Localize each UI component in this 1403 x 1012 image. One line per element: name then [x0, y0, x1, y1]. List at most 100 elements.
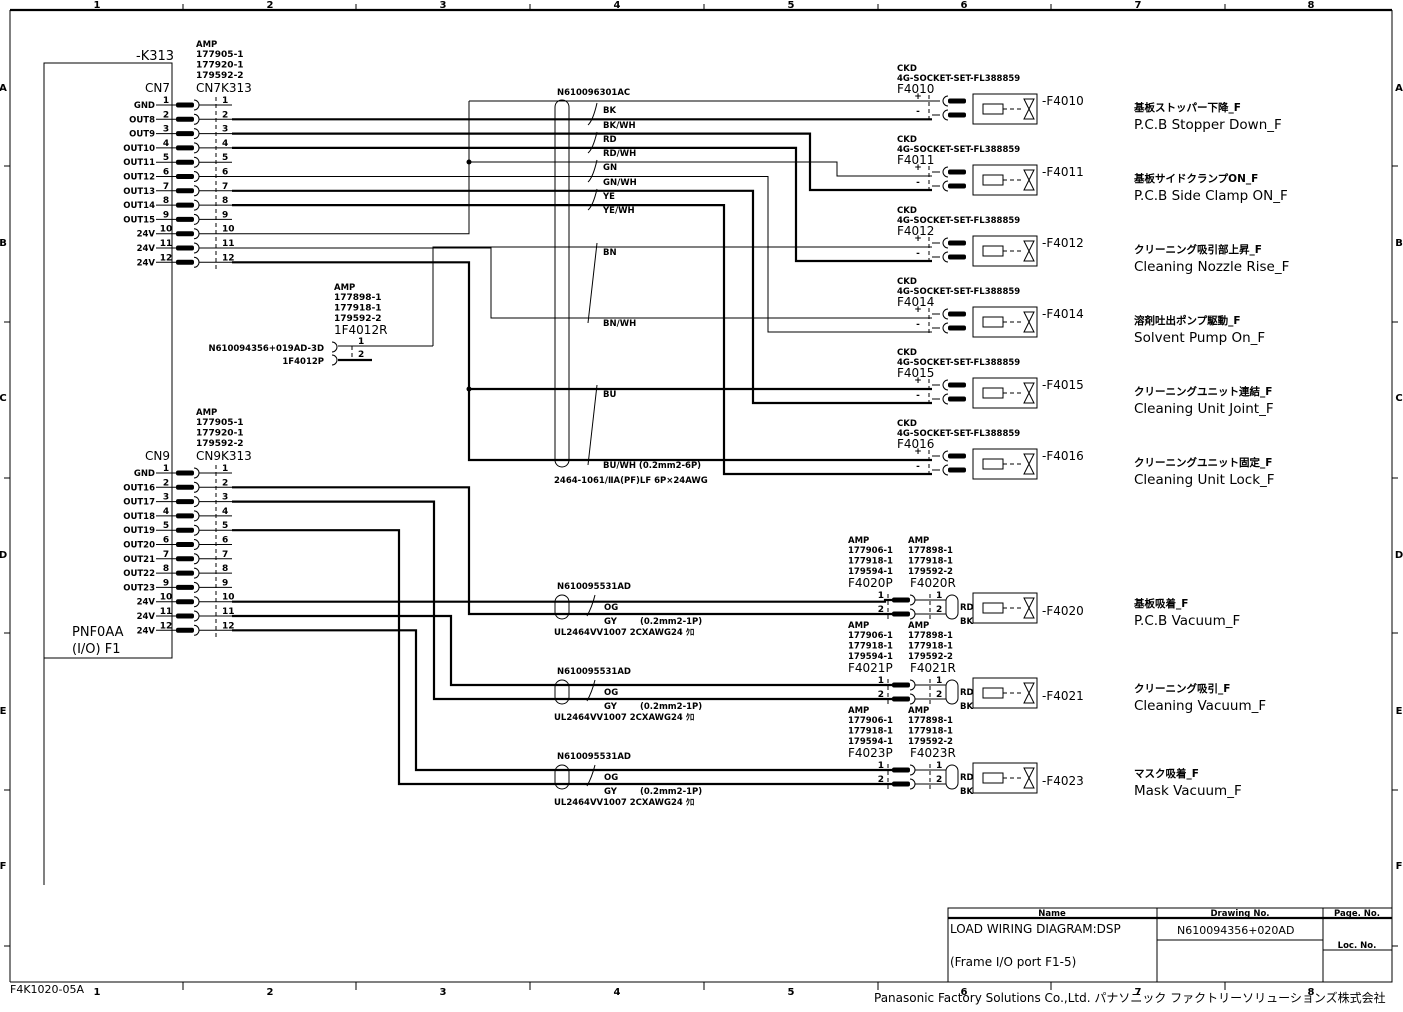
cable-1p-spec: UL2464VV1007 2CXAWG24 ｸﾛ: [554, 713, 694, 723]
pin-number: 8: [163, 196, 169, 206]
mate-pin-number: 12: [222, 621, 235, 631]
connector-cn9: AMP177905-1177920-1179592-2CN9K313CN9GND…: [123, 408, 252, 639]
cable-size: (0.2mm2-1P): [640, 702, 702, 712]
valve-body: [972, 306, 1038, 338]
pin-number: 11: [160, 239, 173, 249]
column-label-bottom: 7: [1135, 987, 1142, 998]
column-label-bottom: 8: [1308, 987, 1315, 998]
pin-contact: [176, 570, 194, 576]
pin-number: 1: [878, 761, 884, 771]
valve-icon: [1023, 682, 1035, 704]
receptacle-symbol: [193, 242, 200, 254]
plug-symbol: [942, 450, 949, 462]
polarity-minus: -: [916, 107, 920, 117]
wire-out16: [232, 486, 892, 616]
pin-number: 1: [163, 96, 169, 106]
mate-pin-number: 10: [222, 593, 235, 603]
lead-pair-symbol: [945, 764, 959, 790]
polarity-minus: -: [916, 178, 920, 188]
valve-label-en: P.C.B Stopper Down_F: [1134, 117, 1282, 133]
pin-number: 12: [160, 253, 173, 263]
wire-cn9-24v-b: [232, 614, 892, 687]
plug-part-number: 179594-1: [848, 652, 893, 662]
twisted-pair-symbol: [587, 188, 598, 211]
pin-number: 6: [163, 168, 169, 178]
solenoid-coil-icon: [982, 316, 1004, 328]
pin-signal-label: OUT19: [123, 526, 155, 536]
connector-mate-ref: CN7K313: [196, 81, 252, 95]
wire-out12: [232, 176, 932, 333]
valve-label-jp: クリーニングユニット固定_F: [1134, 456, 1272, 469]
receptacle-symbol: [193, 185, 200, 197]
plug-symbol: [942, 379, 949, 391]
valve-body: [972, 235, 1038, 267]
plug-part-number: 177906-1: [848, 716, 893, 726]
wire-24v-bus-a: [232, 101, 470, 235]
wire-color-label: YE/WH: [602, 206, 635, 216]
connector-part-number: 179592-2: [196, 71, 244, 81]
receptacle-symbol: [909, 693, 916, 705]
wire-out14: [232, 204, 932, 476]
pin-number: 2: [878, 605, 884, 615]
receptacle-ref: F4023R: [910, 746, 956, 760]
wire-color-label: BN: [603, 248, 617, 258]
valve-socket-part: 4G-SOCKET-SET-FL388859: [897, 429, 1020, 439]
valve-tag: -F4016: [1042, 449, 1084, 463]
plug-part-number: 179594-1: [848, 567, 893, 577]
receptacle-part-number: 179592-2: [908, 652, 953, 662]
plug-ref: F4020P: [848, 576, 893, 590]
lead-color: RD: [960, 603, 974, 613]
drawing-name: LOAD WIRING DIAGRAM:DSP: [950, 922, 1121, 936]
mate-pin-number: 6: [222, 168, 228, 178]
pin-contact: [176, 542, 194, 547]
pin-signal-label: OUT13: [123, 187, 155, 197]
column-label-bottom: 1: [94, 987, 101, 998]
pin-contact: [176, 599, 194, 605]
receptacle-symbol: [193, 156, 200, 168]
pin-signal-label: OUT10: [123, 144, 155, 154]
wire-color-label: BK/WH: [603, 121, 636, 131]
receptacle-symbol: [193, 553, 200, 565]
mate-pin-number: 4: [222, 507, 228, 517]
pin-signal-label: 24V: [137, 230, 156, 240]
row-label-right: A: [1395, 83, 1403, 94]
pin-number: 10: [160, 225, 173, 235]
plug-maker: AMP: [848, 621, 869, 631]
pin-signal-label: OUT8: [129, 115, 155, 125]
solenoid-coil-icon: [982, 602, 1004, 614]
valve-body: [972, 93, 1038, 125]
valve-label-jp: クリーニングユニット連結_F: [1134, 385, 1272, 398]
receptacle-symbol: [193, 199, 200, 211]
polarity-plus: +: [914, 92, 922, 102]
plug-ref: F4021P: [848, 661, 893, 675]
pin-contact: [176, 145, 194, 151]
wire-out17: [232, 500, 892, 701]
pin-contact: [948, 98, 966, 104]
solenoid-coil-icon: [982, 245, 1004, 257]
wire-color-label: GY: [604, 787, 618, 797]
row-label-right: C: [1395, 393, 1402, 404]
cable-6p: N610096301ACBKBK/WHRDRD/WHGNGN/WHYEYE/WH…: [554, 88, 708, 486]
lead-pair-symbol: [945, 594, 959, 620]
mate-pin-number: 5: [222, 521, 228, 531]
valve-label-en: Solvent Pump On_F: [1134, 330, 1265, 346]
column-label-top: 4: [614, 0, 621, 11]
pin-signal-label: OUT11: [123, 158, 155, 168]
title-name-header: Name: [1038, 909, 1066, 919]
valve-body: [972, 677, 1038, 709]
valve-label-jp: マスク吸着_F: [1134, 767, 1199, 780]
valve-socket-part: 4G-SOCKET-SET-FL388859: [897, 74, 1020, 84]
column-label-bottom: 4: [614, 987, 621, 998]
cable-1p-part-no: N610095531AD: [557, 752, 631, 762]
polarity-minus: -: [916, 320, 920, 330]
plug-symbol: [942, 464, 949, 476]
mate-pin-number: 9: [222, 210, 228, 220]
wire-color-label: YE: [602, 192, 615, 202]
valve-tag: -F4010: [1042, 94, 1084, 108]
connector-maker: AMP: [196, 408, 217, 418]
title-drawing-header: Drawing No.: [1210, 909, 1269, 919]
pin-signal-label: 24V: [137, 626, 156, 636]
solenoid-coil-icon: [982, 103, 1004, 115]
